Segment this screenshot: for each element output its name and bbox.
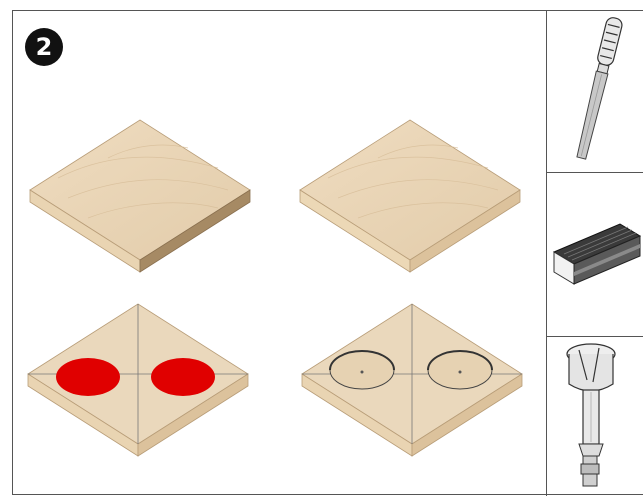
forstner-bit-icon — [553, 338, 633, 496]
marking-circle-right — [151, 358, 215, 396]
marking-circle-left — [56, 358, 120, 396]
step-number-badge: 2 — [25, 28, 63, 66]
wood-board-drilled-icon — [300, 302, 525, 457]
recess-left — [330, 351, 394, 389]
wood-board-icon — [28, 118, 253, 273]
wood-board-marked-icon — [26, 302, 251, 457]
wood-board-icon — [298, 118, 523, 273]
step-number: 2 — [36, 33, 53, 61]
sanding-block-icon — [550, 214, 642, 294]
recess-right — [428, 351, 492, 389]
file-rasp-icon — [568, 14, 628, 164]
